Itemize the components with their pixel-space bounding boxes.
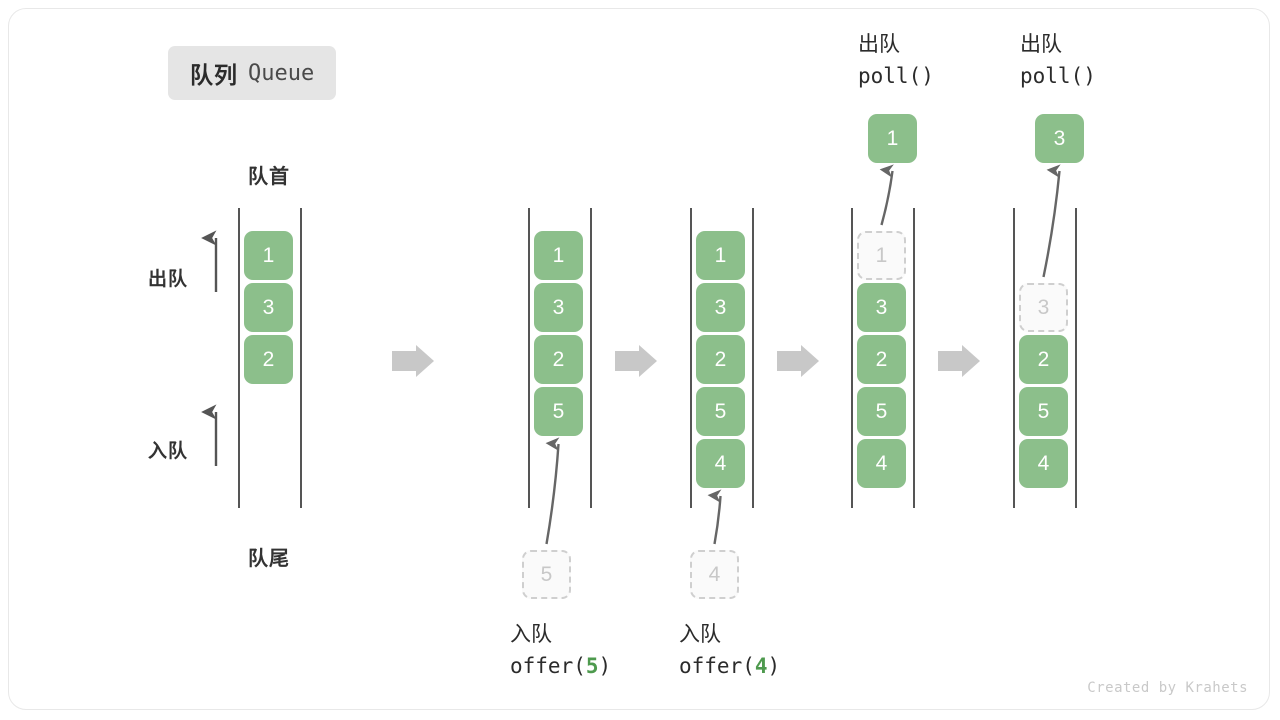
- queue-rail-left: [690, 208, 692, 508]
- caption-code: poll(): [1020, 60, 1096, 92]
- title-chinese: 队列: [190, 62, 238, 88]
- queue-cell: 1: [696, 231, 745, 280]
- caption-code-suffix: ): [1083, 64, 1096, 88]
- caption-chinese: 出队: [1020, 33, 1062, 56]
- queue-cell: 3: [857, 283, 906, 332]
- caption-code-prefix: poll(: [858, 64, 922, 88]
- caption-code-prefix: poll(: [1020, 64, 1084, 88]
- queue-cell: 2: [244, 335, 293, 384]
- queue-head-label: 队首: [248, 166, 290, 188]
- diagram-card: [8, 8, 1270, 710]
- queue-cell: 5: [1019, 387, 1068, 436]
- queue-rail-right: [752, 208, 754, 508]
- queue-cell: 5: [857, 387, 906, 436]
- queue-rail-right: [1075, 208, 1077, 508]
- queue-rail-right: [590, 208, 592, 508]
- credit-text: Created by Krahets: [1087, 680, 1248, 696]
- queue-rail-left: [528, 208, 530, 508]
- queue-rail-left: [238, 208, 240, 508]
- queue-rail-left: [851, 208, 853, 508]
- diagram-title-badge: 队列 Queue: [168, 46, 337, 100]
- title-english: Queue: [248, 60, 315, 86]
- queue-cell: 1: [244, 231, 293, 280]
- queue-rail-right: [913, 208, 915, 508]
- queue-cell: 2: [534, 335, 583, 384]
- caption-code-prefix: offer(: [510, 654, 586, 678]
- queue-cell: 3: [244, 283, 293, 332]
- queue-cell-ghost: 1: [857, 231, 906, 280]
- outgoing-cell: 1: [868, 114, 917, 163]
- outgoing-cell: 3: [1035, 114, 1084, 163]
- caption-code: poll(): [858, 60, 934, 92]
- queue-cell: 2: [857, 335, 906, 384]
- caption-code-value: 5: [585, 654, 599, 678]
- queue-cell: 4: [857, 439, 906, 488]
- caption-chinese: 入队: [510, 623, 552, 646]
- queue-tail-label: 队尾: [248, 548, 290, 570]
- operation-caption: 出队 poll(): [1020, 30, 1096, 92]
- queue-cell: 3: [696, 283, 745, 332]
- incoming-ghost-cell: 4: [690, 550, 739, 599]
- queue-cell: 4: [696, 439, 745, 488]
- caption-code-suffix: ): [921, 64, 934, 88]
- queue-cell: 5: [696, 387, 745, 436]
- caption-code: offer(4): [679, 650, 780, 682]
- queue-cell: 4: [1019, 439, 1068, 488]
- operation-caption: 出队 poll(): [858, 30, 934, 92]
- queue-cell: 2: [696, 335, 745, 384]
- queue-cell: 1: [534, 231, 583, 280]
- enqueue-direction-label: 入队: [148, 441, 189, 462]
- incoming-ghost-cell: 5: [522, 550, 571, 599]
- queue-cell: 5: [534, 387, 583, 436]
- caption-code: offer(5): [510, 650, 611, 682]
- caption-code-suffix: ): [598, 654, 612, 678]
- queue-rail-left: [1013, 208, 1015, 508]
- caption-code-suffix: ): [767, 654, 781, 678]
- caption-chinese: 出队: [858, 33, 900, 56]
- queue-rail-right: [300, 208, 302, 508]
- operation-caption: 入队 offer(5): [510, 620, 611, 682]
- caption-chinese: 入队: [679, 623, 721, 646]
- queue-cell-ghost: 3: [1019, 283, 1068, 332]
- caption-code-prefix: offer(: [679, 654, 755, 678]
- operation-caption: 入队 offer(4): [679, 620, 780, 682]
- queue-cell: 2: [1019, 335, 1068, 384]
- queue-cell: 3: [534, 283, 583, 332]
- dequeue-direction-label: 出队: [148, 269, 189, 290]
- caption-code-value: 4: [754, 654, 768, 678]
